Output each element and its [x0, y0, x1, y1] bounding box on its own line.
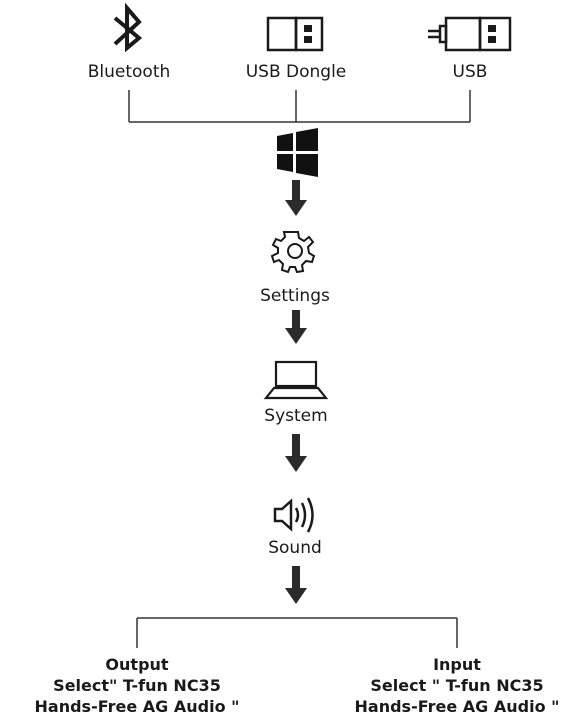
laptop-icon [263, 360, 329, 400]
output-line-2: Hands-Free AG Audio " [34, 697, 240, 716]
usb-dongle-icon [266, 16, 324, 52]
input-title: Input [433, 655, 481, 674]
windows-logo-icon [277, 128, 318, 177]
system-label: System [264, 406, 328, 426]
output-title: Output [105, 655, 169, 674]
bluetooth-label: Bluetooth [87, 62, 171, 82]
source-connector [128, 90, 471, 123]
flow-arrow [285, 566, 307, 604]
usb-plug-icon [428, 16, 512, 52]
gear-icon [270, 231, 316, 274]
bluetooth-icon [113, 2, 143, 53]
input-line-2: Hands-Free AG Audio " [354, 697, 560, 716]
sound-label: Sound [268, 538, 322, 558]
output-line-1: Select" T-fun NC35 [53, 676, 221, 695]
flow-arrow [285, 180, 307, 216]
flow-arrow [285, 310, 307, 344]
speaker-icon [273, 497, 314, 533]
input-line-1: Select " T-fun NC35 [370, 676, 544, 695]
flow-arrow [285, 434, 307, 472]
usb-label: USB [452, 62, 488, 82]
settings-label: Settings [260, 286, 330, 306]
usb-dongle-label: USB Dongle [245, 62, 347, 82]
output-connector [136, 617, 458, 648]
